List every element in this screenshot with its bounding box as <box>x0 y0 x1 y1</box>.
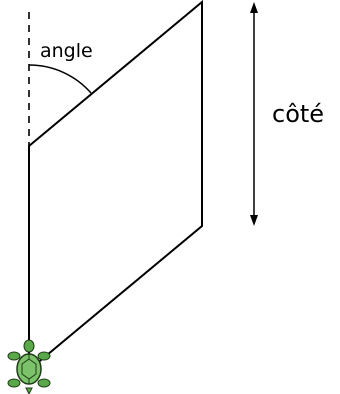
turtle-leg-back-left <box>7 378 21 388</box>
turtle-leg-front-left <box>7 351 21 361</box>
turtle-tail <box>25 387 33 394</box>
arrow-head-bottom <box>250 215 258 226</box>
angle-label: angle <box>40 40 93 62</box>
turtle-leg-front-right <box>37 351 51 361</box>
turtle-leg-back-right <box>37 378 51 388</box>
arrow-head-top <box>250 2 258 13</box>
angle-arc <box>28 64 92 94</box>
turtle-head <box>23 339 35 353</box>
parallelogram-shape <box>28 0 203 373</box>
side-label: côté <box>272 100 324 128</box>
double-arrow-icon <box>250 2 258 226</box>
turtle-icon <box>7 339 51 394</box>
